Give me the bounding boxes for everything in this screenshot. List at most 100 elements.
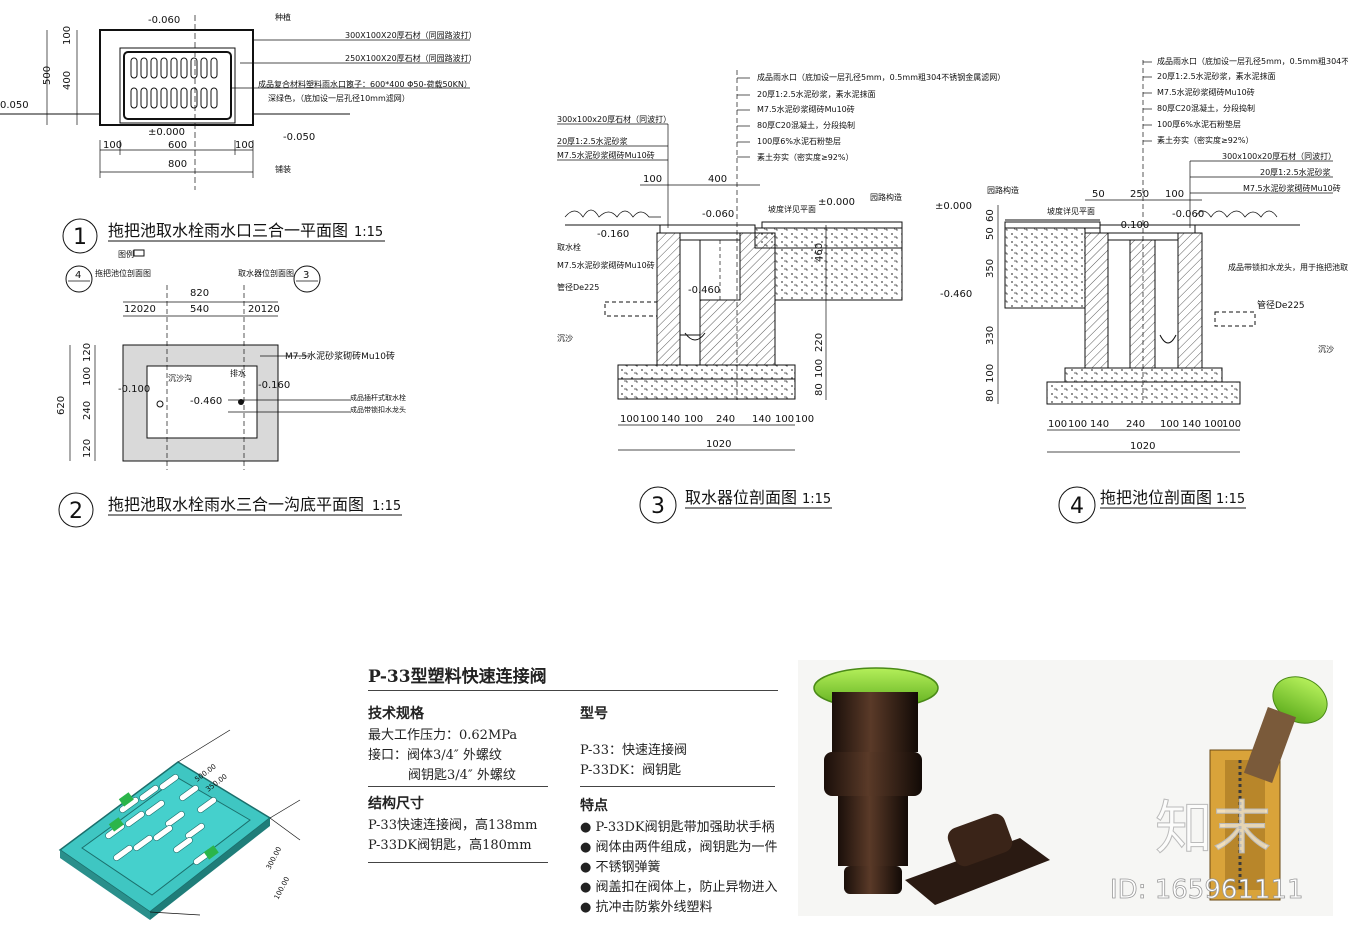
d2-valve: 成品插杆式取水栓 — [350, 393, 406, 402]
d1-stone2: 250X100X20厚石材（同园路波打） — [345, 53, 477, 63]
d3-wall: M7.5水泥砂浆砌砖Mu10砖 — [557, 260, 655, 270]
d3-dim-b-1: 100 — [640, 414, 659, 425]
d1-lv-top: -0.060 — [148, 15, 180, 26]
iso-dim3: 300.00 — [265, 846, 284, 871]
spec-tech-heading: 技术规格 — [368, 706, 424, 722]
spec-divider-left — [368, 786, 548, 787]
spec-tech-1: 最大工作压力：0.62MPa — [368, 728, 518, 743]
d2-d620: 620 — [56, 396, 67, 415]
d1-grate: 成品复合材料塑料雨水口篦子：600*400 Φ50-荷载50KN） — [258, 79, 472, 89]
d3-dim-b-5: 140 — [752, 414, 771, 425]
d4-note-3: M7.5水泥砂浆砌砖Mu10砖 — [1157, 87, 1255, 97]
d2-d12020: 12020 — [124, 304, 156, 315]
d4-note-4: 80厚C20混凝土，分段捣制 — [1157, 103, 1255, 113]
d3-dim-r-1: 220 — [814, 333, 825, 352]
d2-wall: M7.5水泥砂浆砌砖Mu10砖 — [285, 350, 395, 362]
watermark-logo: 知末 — [1155, 794, 1271, 862]
d1-scale: 1:15 — [354, 225, 383, 240]
d2-d120b: 120 — [82, 439, 93, 458]
spec-divider-right — [580, 786, 775, 787]
d3-note-1: 成品雨水口（底加设一层孔径5mm，0.5mm粗304不锈钢金属滤网） — [757, 72, 1005, 82]
d3-note-3: M7.5水泥砂浆砌砖Mu10砖 — [757, 104, 855, 114]
d3-note-2: 20厚1:2.5水泥砂浆，素水泥抹面 — [757, 89, 876, 99]
drawing-2-plan: 图例 4 拖把池位剖面图 3 取水器位剖面图 M7.5水泥砂浆砌砖Mu10砖 成… — [56, 249, 406, 528]
d4-dim-l-5: 80 — [985, 389, 996, 402]
d3-dim-b-3: 100 — [684, 414, 703, 425]
d2-d120a: 120 — [82, 343, 93, 362]
d2-number-circle — [58, 492, 94, 528]
spec-divider-top — [368, 690, 778, 691]
d3-dim-r-2: 100 — [814, 359, 825, 378]
d3-base — [617, 378, 796, 400]
d4-right-note-2: 20厚1:2.5水泥砂浆 — [1260, 167, 1331, 177]
d1-d100b: 100 — [103, 140, 122, 151]
d1-d100a: 100 — [62, 26, 73, 45]
d3-number-circle — [639, 486, 677, 524]
spec-model-2: P-33DK：阀钥匙 — [580, 763, 682, 778]
valve-key — [905, 838, 1050, 905]
d4-dim-b-4: 100 — [1160, 419, 1179, 430]
d4-lv-3: -0.460 — [940, 289, 972, 300]
d1-number-circle — [62, 218, 98, 254]
d2-sec4-label: 拖把池位剖面图 — [95, 268, 151, 278]
d1-stone1: 300X100X20厚石材（同园路波打） — [345, 30, 477, 40]
d3-dim-r-0: 460 — [814, 243, 825, 262]
d4-road: 园路构造 — [987, 185, 1019, 195]
d4-faucet: 成品带锁扣水龙头，用于拖把池取水 — [1228, 262, 1348, 272]
spec-tech-2: 接口：阀体3/4″ 外螺纹 — [368, 748, 502, 763]
d4-lv-2: -0.060 — [1172, 209, 1204, 220]
d2-faucet: 成品带锁扣水龙头 — [350, 405, 406, 414]
spec-title: P-33型塑料快速连接阀 — [368, 667, 547, 687]
d3-dim-r-3: 80 — [814, 383, 825, 396]
d4-note-2: 20厚1:2.5水泥砂浆，素水泥抹面 — [1157, 71, 1276, 81]
d1-d800: 800 — [168, 159, 187, 170]
d3-road-slab — [754, 227, 903, 249]
d2-legend: 图例 — [118, 249, 134, 259]
d3-slope: 坡度详见平面 — [768, 204, 816, 214]
d3-note-4: 80厚C20混凝土，分段捣制 — [757, 120, 855, 130]
d4-dim-l-2: 350 — [985, 259, 996, 278]
d2-lv1: -0.100 — [118, 384, 150, 395]
grate — [123, 51, 232, 120]
valve-product-image — [798, 660, 1333, 916]
d2-scale: 1:15 — [372, 499, 401, 514]
d4-dim-l-3: 330 — [985, 326, 996, 345]
d4-number-circle — [1058, 486, 1096, 524]
d4-dim-top-2: 100 — [1165, 189, 1184, 200]
d3-dim-b-2: 140 — [661, 414, 680, 425]
d3-road: 园路构造 — [870, 192, 902, 202]
d4-total: 1020 — [1130, 441, 1155, 452]
spec-feat-3: ● 不锈钢弹簧 — [580, 860, 661, 875]
d1-lv-right: -0.050 — [283, 132, 315, 143]
d3-pipe: 管径De225 — [557, 282, 599, 292]
d4-dim-b-2: 140 — [1090, 419, 1109, 430]
d4-lv-1: -0.100 — [1117, 220, 1149, 231]
d2-sec3-label: 取水器位剖面图 — [238, 268, 294, 278]
spec-struct-2: P-33DK阀钥匙，高180mm — [368, 838, 532, 853]
spec-feat-heading: 特点 — [580, 798, 608, 814]
d4-dim-b-3: 240 — [1126, 419, 1145, 430]
d2-d20120: 20120 — [248, 304, 280, 315]
d4-dim-top-0: 50 — [1092, 189, 1105, 200]
d3-left-note-1: 300x100x20厚石材（同波打） — [557, 114, 671, 124]
drawing-4-section: 成品雨水口（底加设一层孔径5mm，0.5mm粗304不锈钢 20厚1:2.5水泥… — [935, 56, 1348, 524]
spec-feat-4: ● 阀盖扣在阀体上，防止异物进入 — [580, 880, 778, 895]
spec-struct: 结构尺寸 P-33快速连接阀，高138mm P-33DK阀钥匙，高180mm — [368, 793, 568, 856]
d2-faucet-dot — [238, 399, 244, 405]
d4-note-6: 素土夯实（密实度≥92%） — [1157, 135, 1253, 145]
d2-d820: 820 — [190, 288, 209, 299]
d4-lv-0: ±0.000 — [935, 201, 972, 212]
iso-grate-image: 500.00 350.00 300.00 100.00 — [58, 729, 301, 920]
d2-d100: 100 — [82, 367, 93, 386]
spec-tech-3: 阀钥匙3/4″ 外螺纹 — [408, 768, 516, 783]
d4-dim-b-5: 140 — [1182, 419, 1201, 430]
d3-valve: 取水栓 — [557, 242, 581, 252]
d3-lv-3: -0.460 — [688, 285, 720, 296]
d1-number: 1 — [73, 225, 87, 250]
spec-model-heading: 型号 — [580, 706, 608, 722]
d4-right-note-3: M7.5水泥砂浆砌砖Mu10砖 — [1243, 183, 1341, 193]
d2-d540: 540 — [190, 304, 209, 315]
d3-note-5: 100厚6%水泥石粉垫层 — [757, 136, 841, 146]
drawing-1-plan: 种植 铺装 300X100X20厚石材（同园路波打） 250X100X20厚石材… — [0, 12, 477, 254]
d2-title: 拖把池取水栓雨水三合一沟底平面图 — [108, 495, 364, 514]
